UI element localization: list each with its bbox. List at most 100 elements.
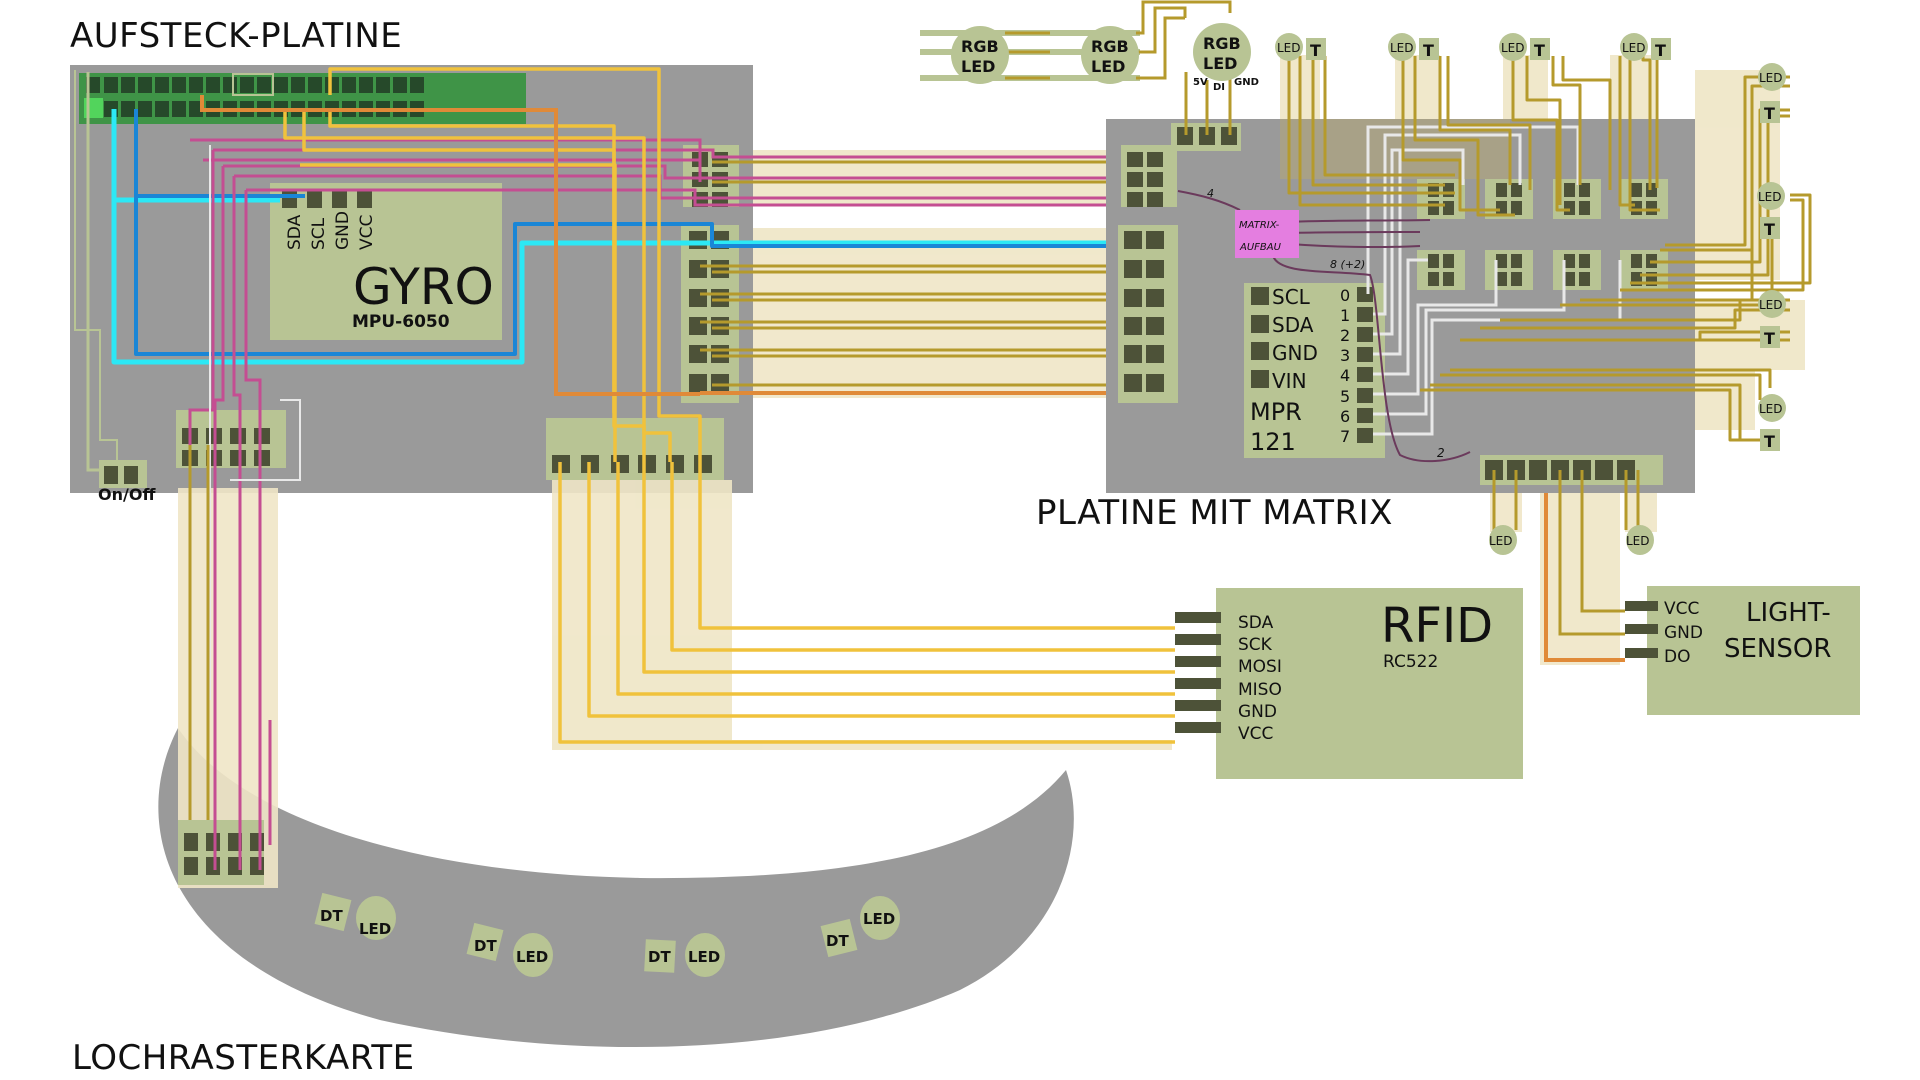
light-sensor-pin-vcc: VCC [1664, 599, 1699, 619]
led-label: LED [688, 948, 720, 966]
rfid-module [1216, 588, 1523, 779]
touch-label: T [1423, 41, 1434, 60]
mpr121-pin-3: 3 [1340, 346, 1350, 365]
note-annotation-8-plus-2: 8 (+2) [1330, 258, 1365, 271]
note-line2: AUFBAU [1239, 242, 1282, 253]
dt-led-pairs [314, 892, 900, 977]
mpr121-name-line1: MPR [1250, 398, 1302, 426]
light-sensor-pin-gnd: GND [1664, 623, 1703, 643]
rgb-led-1 [951, 26, 1009, 84]
rgb-led-chain: RGB LED RGB LED RGB LED 5V DI GND [920, 0, 1259, 135]
mpr121-pin-scl: SCL [1272, 285, 1311, 309]
rgb-led-1-label: RGB [961, 37, 999, 56]
mpr121-pin-7: 7 [1340, 427, 1350, 446]
led-label: LED [1489, 534, 1513, 548]
led-label: LED [863, 910, 895, 928]
led-label: LED [1758, 190, 1782, 204]
rfid-pin-sda: SDA [1238, 613, 1274, 633]
connector-gyro-bottom-right [1118, 225, 1178, 403]
gyro-pin-label: VCC [357, 215, 377, 250]
led-bottom-1 [1489, 525, 1517, 555]
mpr121-name-line2: 121 [1250, 428, 1296, 456]
matrix-pad-blocks [1417, 179, 1668, 290]
mpr121-pin-4: 4 [1340, 366, 1350, 385]
rgb-led-3 [1193, 23, 1251, 81]
rfid-pin-miso: MISO [1238, 680, 1282, 700]
handdrawn-annotation-lines [1177, 190, 1471, 463]
dt-label: DT [474, 937, 497, 955]
dt-label: DT [648, 948, 671, 966]
touch-label: T [1310, 41, 1321, 60]
mpr121-pin-1: 1 [1340, 306, 1350, 325]
led-label: LED [1501, 41, 1525, 55]
touch-label: T [1534, 41, 1545, 60]
gyro-pin-label: GND [333, 211, 353, 250]
led-label: LED [1626, 534, 1650, 548]
gyro-pin-label: SCL [309, 217, 329, 250]
rgb-led-3-label2: LED [1203, 54, 1237, 73]
dt-label: DT [320, 907, 343, 925]
matrix-aufbau-note [1235, 210, 1299, 258]
wires-white [209, 145, 301, 700]
wires-yellow [283, 67, 1175, 744]
touch-label: T [1764, 220, 1775, 239]
light-sensor-module [1647, 586, 1860, 715]
mpr121-pin-5: 5 [1340, 387, 1350, 406]
mpr121-pin-0: 0 [1340, 286, 1350, 305]
touch-label: T [1764, 432, 1775, 451]
wires-gold-ribbon [188, 160, 1130, 870]
rgb-led-1-label2: LED [961, 57, 995, 76]
touch-label: T [1655, 41, 1666, 60]
on-off-label: On/Off [98, 485, 156, 504]
rfid-pin-pads [1175, 612, 1221, 733]
dt-label: DT [826, 932, 849, 950]
rfid-pin-gnd: GND [1238, 702, 1277, 722]
light-sensor-name-line1: LIGHT- [1746, 598, 1831, 628]
rfid-pin-sck: SCK [1238, 635, 1273, 655]
rfid-model: RC522 [1383, 652, 1438, 672]
led-label: LED [359, 920, 391, 938]
led-label: LED [1759, 298, 1783, 312]
gyro-name: GYRO [353, 258, 494, 316]
lochrasterkarte-board [158, 728, 1074, 1048]
led-label: LED [1390, 41, 1414, 55]
led-label: LED [516, 948, 548, 966]
rgb-pin-gnd: GND [1234, 77, 1259, 88]
led-touch-pairs-right [1757, 63, 1786, 451]
mpr121-pin-2: 2 [1340, 326, 1350, 345]
gyro-model: MPU-6050 [352, 312, 450, 332]
led-label: LED [1277, 41, 1301, 55]
gyro-pin-label: SDA [285, 214, 305, 250]
title-lochrasterkarte: LOCHRASTERKARTE [72, 1038, 415, 1078]
note-line1: MATRIX- [1239, 220, 1280, 231]
led-label: LED [1759, 402, 1783, 416]
rgb-led-2-label2: LED [1091, 57, 1125, 76]
connector-matrix-bottom-left [681, 225, 739, 403]
mpr121-pin-sda: SDA [1272, 313, 1314, 337]
connector-lochraster-bottom [178, 820, 264, 885]
led-bottom-2 [1626, 525, 1654, 555]
note-annotation-4: 4 [1207, 187, 1214, 200]
light-sensor-pin-do: DO [1664, 647, 1690, 667]
mpr121-pin-vin: VIN [1272, 369, 1307, 393]
led-label: LED [1759, 71, 1783, 85]
light-sensor-name-line2: SENSOR [1724, 634, 1831, 664]
led-touch-pairs-top [1275, 33, 1671, 61]
rgb-pin-5v: 5V [1193, 77, 1208, 88]
rgb-led-2 [1081, 26, 1139, 84]
rgb-led-2-label: RGB [1091, 37, 1129, 56]
touch-label: T [1764, 329, 1775, 348]
note-annotation-2: 2 [1437, 446, 1445, 460]
title-platine-mit-matrix: PLATINE MIT MATRIX [1036, 493, 1393, 533]
gyro-module [270, 183, 502, 340]
mpr121-pin-6: 6 [1340, 407, 1350, 426]
rfid-pin-mosi: MOSI [1238, 657, 1282, 677]
wires-white-matrix [1366, 125, 1622, 436]
rfid-pin-vcc: VCC [1238, 724, 1273, 744]
rgb-pin-di: DI [1213, 82, 1225, 93]
mpr121-pin-gnd: GND [1272, 341, 1318, 365]
rfid-name: RFID [1381, 598, 1493, 654]
rgb-led-3-label: RGB [1203, 34, 1241, 53]
